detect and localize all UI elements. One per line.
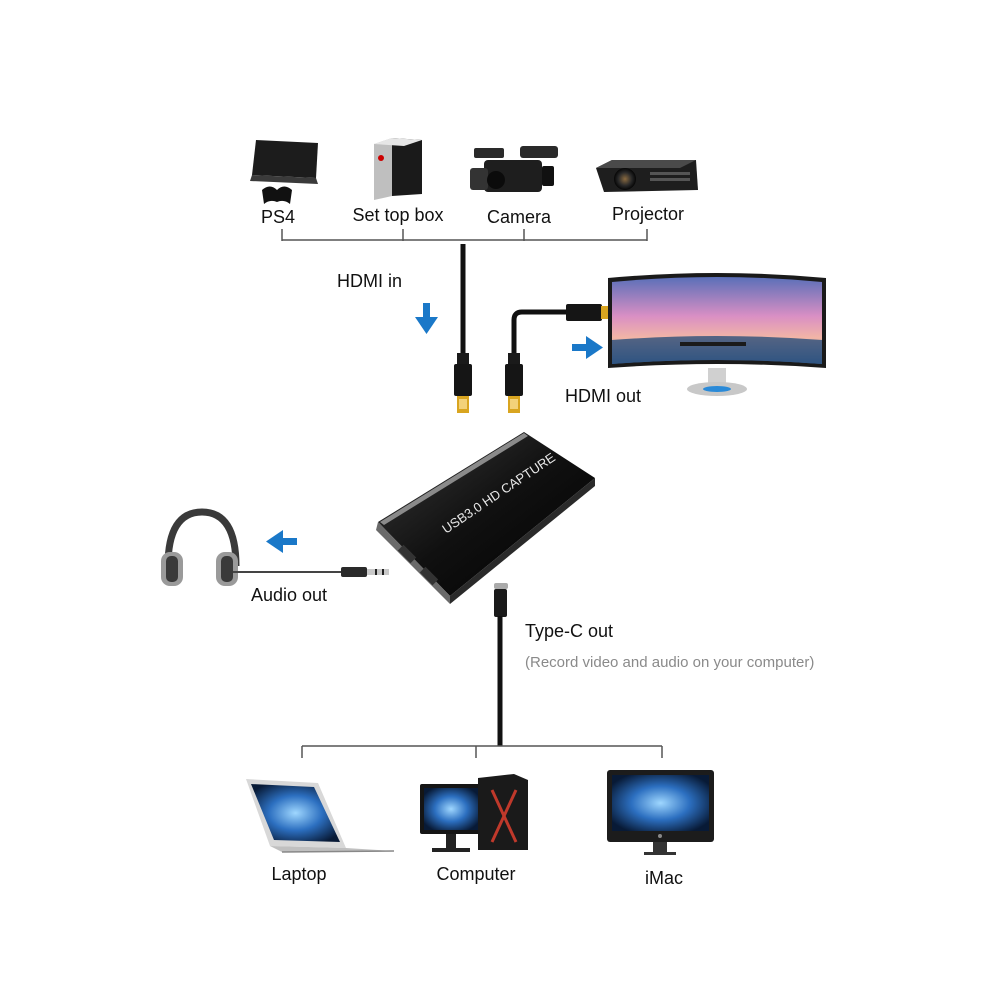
hdmi-in-arrow [415, 303, 438, 334]
capture-device [376, 432, 595, 604]
label-projector: Projector [611, 204, 685, 224]
curved-monitor-icon [608, 273, 826, 396]
label-hdmi-out: HDMI out [565, 386, 642, 406]
desktop-computer-icon [420, 774, 528, 852]
type-c-cable [494, 583, 508, 746]
audio-cable [233, 567, 389, 577]
imac-icon [607, 770, 714, 855]
bottom-bracket [301, 745, 663, 758]
label-type-c-note: (Record video and audio on your computer… [525, 654, 815, 671]
label-audio-out: Audio out [251, 585, 328, 605]
laptop-icon [246, 779, 395, 853]
video-camera-icon [470, 146, 558, 192]
label-ps4: PS4 [260, 207, 296, 227]
headphones-icon [161, 508, 240, 586]
top-bracket [281, 229, 648, 241]
label-computer: Computer [436, 864, 516, 884]
game-console-icon [250, 140, 318, 204]
audio-out-arrow [266, 530, 297, 553]
hdmi-out-arrow [572, 336, 603, 359]
label-laptop: Laptop [271, 864, 327, 884]
label-type-c-out: Type-C out [525, 621, 614, 641]
label-set-top-box: Set top box [352, 205, 444, 225]
label-hdmi-in: HDMI in [337, 271, 403, 291]
set-top-box-icon [374, 138, 422, 200]
projector-icon [596, 160, 698, 192]
label-camera: Camera [486, 207, 552, 227]
label-imac: iMac [644, 868, 684, 888]
hdmi-in-cable [454, 244, 472, 413]
